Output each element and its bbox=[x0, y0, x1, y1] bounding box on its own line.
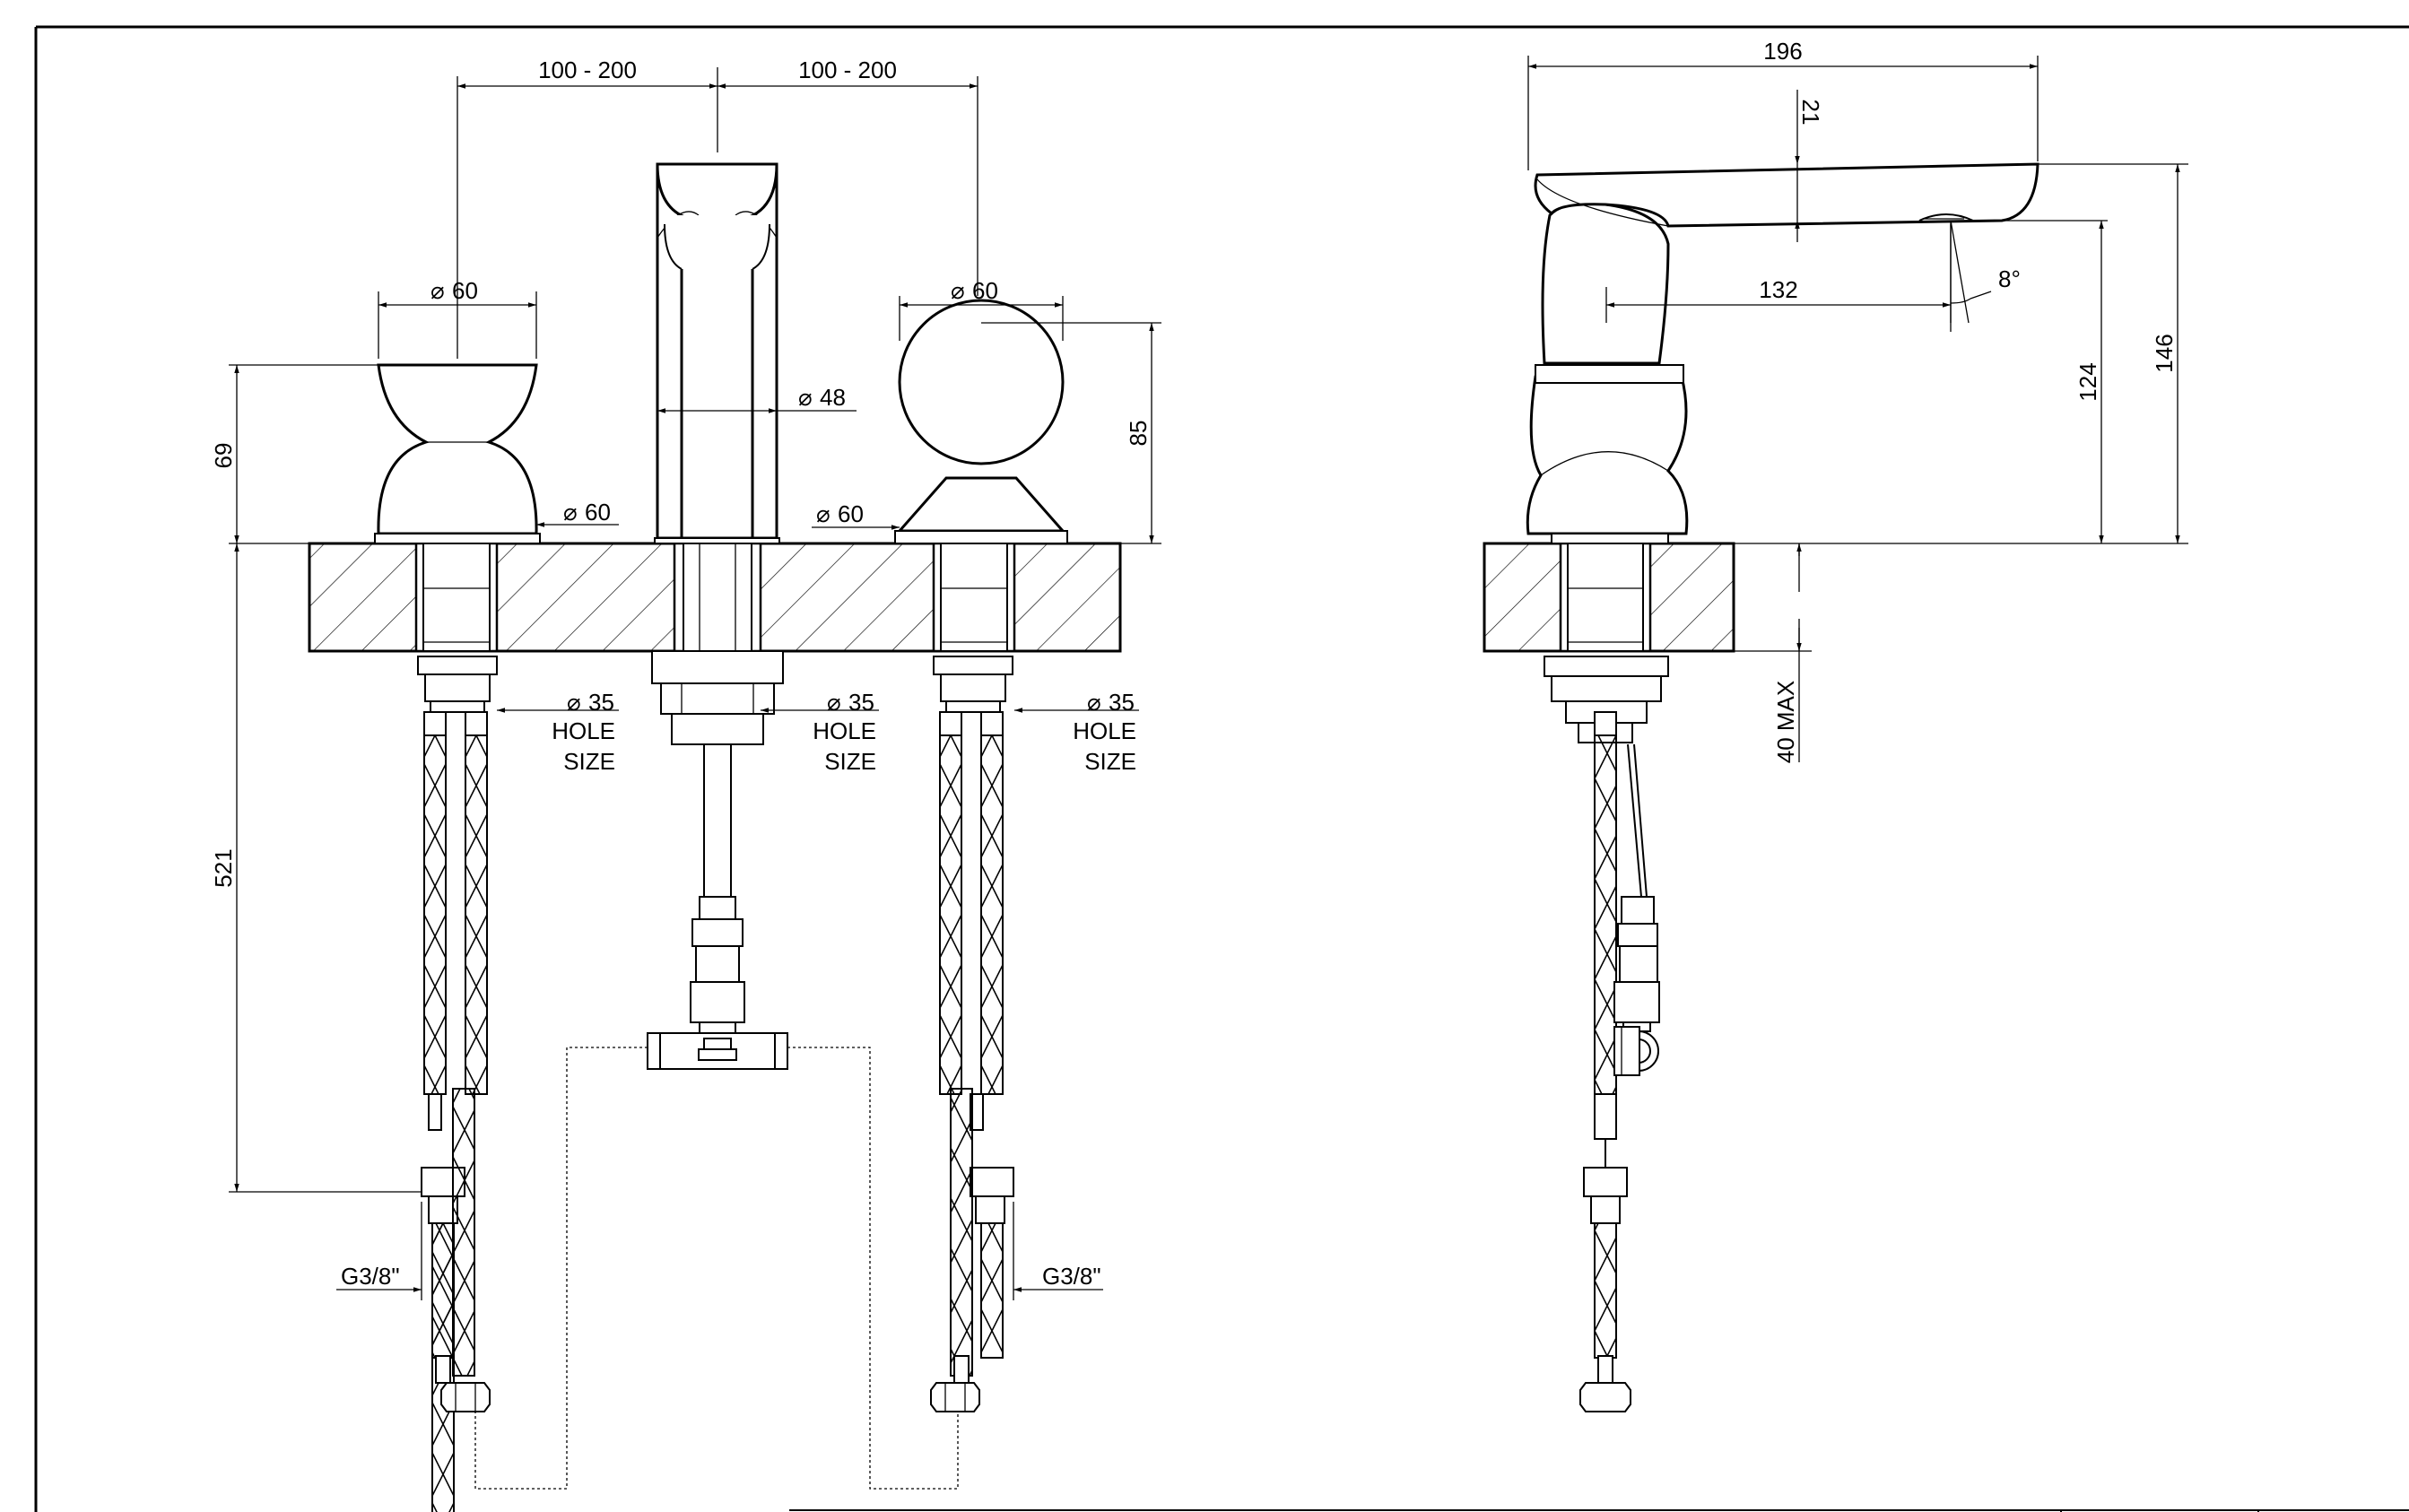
dia-symbol: ⌀ bbox=[563, 499, 578, 526]
dim-right-handle-height: 85 bbox=[1125, 421, 1152, 447]
dim-overall-length: 196 bbox=[1763, 38, 1802, 65]
hole-label-center-2: SIZE bbox=[824, 748, 876, 775]
center-supply-hose bbox=[647, 650, 788, 1070]
center-spout bbox=[654, 162, 780, 544]
hole-label-center-1: HOLE bbox=[813, 717, 876, 744]
hole-label-right-1: HOLE bbox=[1073, 717, 1136, 744]
side-dimensions: 196 21 132 8° 124 146 bbox=[1527, 38, 2188, 764]
side-body bbox=[1526, 162, 2039, 544]
dim-hole-left: 35 bbox=[588, 689, 614, 716]
dim-spacing-left: 100 - 200 bbox=[538, 56, 637, 83]
dim-right-base-diameter: 60 bbox=[838, 500, 864, 527]
hole-label-right-2: SIZE bbox=[1084, 748, 1136, 775]
hole-label-left-1: HOLE bbox=[552, 717, 615, 744]
dim-thread-right: G3/8" bbox=[1042, 1263, 1101, 1290]
dim-left-handle-height: 69 bbox=[210, 443, 237, 469]
side-supply bbox=[1544, 656, 1669, 1412]
left-supply-hose bbox=[417, 656, 498, 1512]
dim-spacing-right: 100 - 200 bbox=[798, 56, 897, 83]
front-dimensions: 100 - 200 100 - 200 ⌀ 60 ⌀ 60 ⌀ 48 ⌀ 60 bbox=[210, 56, 1161, 1300]
hole-label-left-2: SIZE bbox=[563, 748, 615, 775]
right-handle bbox=[894, 299, 1068, 544]
dim-thread-left: G3/8" bbox=[341, 1263, 400, 1290]
dia-symbol: ⌀ bbox=[827, 689, 841, 716]
dia-symbol: ⌀ bbox=[567, 689, 581, 716]
dia-symbol: ⌀ bbox=[951, 277, 965, 304]
deck-section bbox=[308, 542, 1122, 653]
dia-symbol: ⌀ bbox=[798, 384, 813, 411]
dim-spout-thickness: 21 bbox=[1797, 100, 1824, 126]
dim-overall-height: 146 bbox=[2151, 334, 2178, 372]
dim-hose-length: 521 bbox=[210, 848, 237, 887]
side-deck-section bbox=[1483, 542, 1735, 653]
dim-left-handle-diameter: 60 bbox=[452, 277, 478, 304]
front-view: 100 - 200 100 - 200 ⌀ 60 ⌀ 60 ⌀ 48 ⌀ 60 bbox=[210, 56, 1161, 1512]
left-handle bbox=[374, 363, 541, 544]
dia-symbol: ⌀ bbox=[816, 500, 831, 527]
dim-outlet-height: 124 bbox=[2074, 362, 2101, 401]
dia-symbol: ⌀ bbox=[430, 277, 445, 304]
dim-right-handle-diameter: 60 bbox=[972, 277, 998, 304]
dim-hole-center: 35 bbox=[848, 689, 874, 716]
dim-hole-right: 35 bbox=[1109, 689, 1135, 716]
dia-symbol: ⌀ bbox=[1087, 689, 1101, 716]
dim-spout-angle: 8° bbox=[1998, 265, 2021, 292]
dim-spout-diameter: 48 bbox=[820, 384, 846, 411]
side-view: 196 21 132 8° 124 146 bbox=[1483, 38, 2188, 1412]
dim-max-deck-thickness: 40 MAX bbox=[1772, 681, 1799, 764]
right-supply-hose bbox=[930, 656, 1014, 1412]
dim-spout-reach: 132 bbox=[1759, 276, 1797, 303]
drawing-frame bbox=[34, 25, 2409, 1512]
connection-lines bbox=[474, 1047, 959, 1490]
dim-left-base-diameter: 60 bbox=[585, 499, 611, 526]
